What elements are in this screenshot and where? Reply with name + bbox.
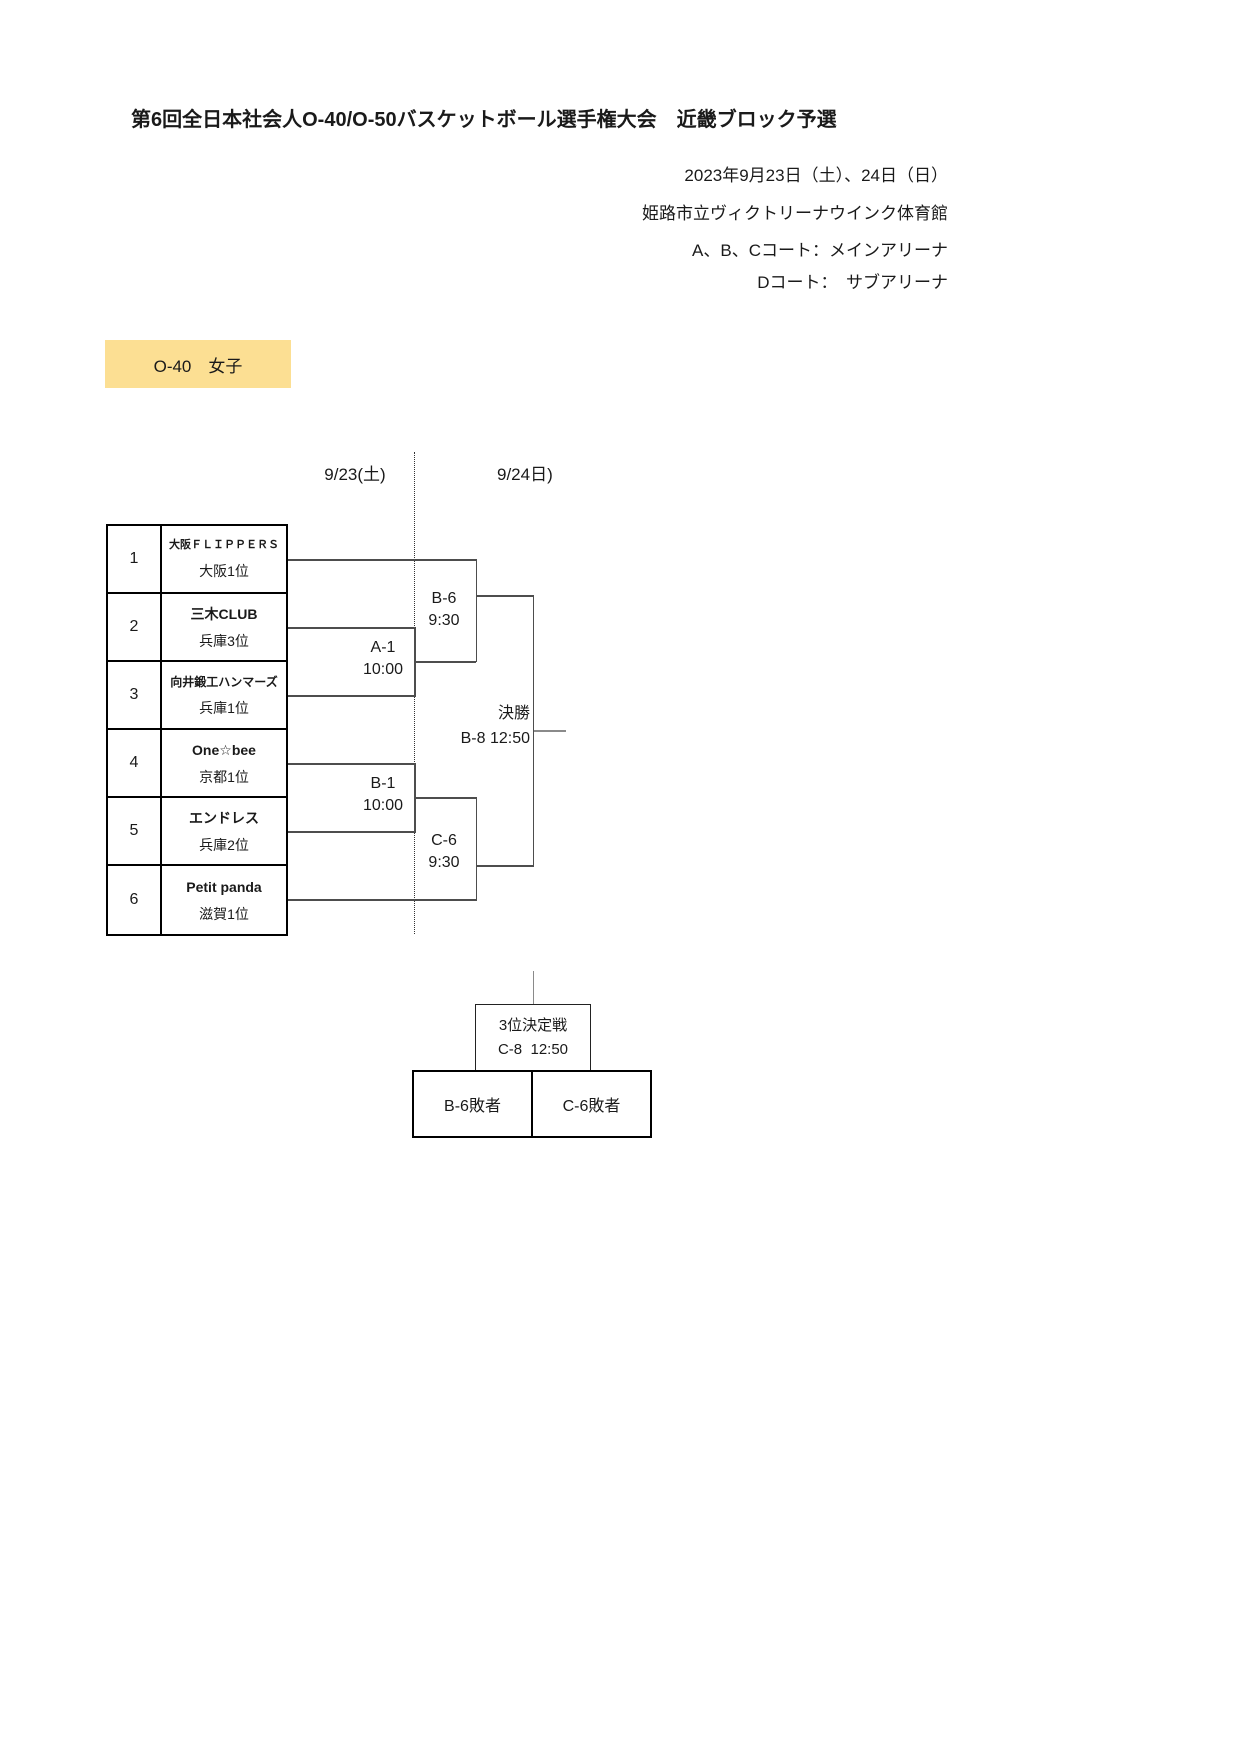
match-time: 10:00	[362, 661, 404, 678]
event-dates: 2023年9月23日（土）、24日（日）	[684, 166, 948, 185]
team-name: 三木CLUB	[190, 605, 258, 622]
bracket-line-final-vertical	[532, 595, 534, 867]
category-label: O-40 女子	[105, 340, 291, 388]
team-number: 6	[108, 866, 162, 934]
team-name: Petit panda	[186, 878, 262, 895]
match-label-c6: C-6 9:30	[412, 830, 476, 874]
bracket-line-team2	[288, 627, 414, 629]
team-name: 向井鍛工ハンマーズ	[170, 674, 278, 689]
court-info-sub: Dコート： サブアリーナ	[757, 273, 948, 292]
team-seed: 京都1位	[199, 768, 249, 785]
third-place-left-slot: B-6敗者	[414, 1072, 533, 1136]
team-cell: 大阪ＦＬＩＰＰＥＲＳ 大阪1位	[162, 526, 286, 592]
bracket-line-team1	[288, 559, 476, 561]
third-place-code-time: C-8 12:50	[497, 1041, 569, 1058]
match-code: A-1	[370, 639, 396, 656]
table-row: 6 Petit panda 滋賀1位	[108, 866, 286, 934]
team-seed: 兵庫3位	[199, 632, 249, 649]
team-number: 2	[108, 594, 162, 660]
bracket-line-team3	[288, 695, 414, 697]
bracket-line-final-winner	[534, 730, 566, 732]
match-label-final: 決勝 B-8 12:50	[400, 701, 530, 751]
bracket-line-b6-vertical	[475, 559, 477, 662]
day-header-sun: 9/24日)	[497, 465, 553, 484]
final-label: 決勝	[497, 705, 530, 722]
table-row: 1 大阪ＦＬＩＰＰＥＲＳ 大阪1位	[108, 526, 286, 594]
team-number: 5	[108, 798, 162, 864]
team-seed: 兵庫2位	[199, 836, 249, 853]
third-place-connector-line	[532, 971, 534, 1004]
team-name: One☆bee	[192, 741, 256, 758]
match-label-b6: B-6 9:30	[412, 588, 476, 632]
team-number: 4	[108, 730, 162, 796]
third-place-table: B-6敗者 C-6敗者	[412, 1070, 652, 1138]
team-cell: エンドレス 兵庫2位	[162, 798, 286, 864]
team-cell: 向井鍛工ハンマーズ 兵庫1位	[162, 662, 286, 728]
bracket-line-team5	[288, 831, 414, 833]
match-time: 9:30	[428, 854, 460, 871]
table-row: 2 三木CLUB 兵庫3位	[108, 594, 286, 662]
court-info-main: A、B、Cコート：メインアリーナ	[692, 241, 948, 260]
third-place-title: 3位決定戦	[498, 1017, 568, 1034]
bracket-line-b6-winner	[475, 595, 534, 597]
bracket-line-b1-winner	[414, 797, 476, 799]
team-name: エンドレス	[189, 809, 259, 826]
team-cell: Petit panda 滋賀1位	[162, 866, 286, 934]
bracket-line-c6-winner	[475, 865, 534, 867]
team-seed: 滋賀1位	[199, 905, 249, 922]
table-row: 3 向井鍛工ハンマーズ 兵庫1位	[108, 662, 286, 730]
venue-name: 姫路市立ヴィクトリーナウインク体育館	[642, 204, 948, 223]
team-cell: One☆bee 京都1位	[162, 730, 286, 796]
bracket-line-c6-vertical	[475, 797, 477, 901]
team-number: 1	[108, 526, 162, 592]
match-code: B-1	[370, 775, 396, 792]
table-row: 4 One☆bee 京都1位	[108, 730, 286, 798]
match-code: C-6	[431, 832, 457, 849]
team-number: 3	[108, 662, 162, 728]
page-title: 第6回全日本社会人O-40/O-50バスケットボール選手権大会 近畿ブロック予選	[131, 109, 837, 131]
team-name: 大阪ＦＬＩＰＰＥＲＳ	[169, 539, 279, 551]
match-time: 9:30	[428, 612, 460, 629]
match-code: B-6	[431, 590, 457, 607]
third-place-right-slot: C-6敗者	[562, 1098, 621, 1115]
day-header-sat: 9/23(土)	[324, 465, 386, 484]
teams-table: 1 大阪ＦＬＩＰＰＥＲＳ 大阪1位 2 三木CLUB 兵庫3位 3 向井鍛工ハン…	[106, 524, 288, 936]
match-label-a1: A-1 10:00	[343, 637, 423, 681]
team-seed: 大阪1位	[199, 563, 249, 579]
bracket-line-team6	[288, 899, 476, 901]
final-code-time: B-8 12:50	[460, 730, 530, 747]
table-row: 5 エンドレス 兵庫2位	[108, 798, 286, 866]
team-seed: 兵庫1位	[199, 699, 249, 716]
third-place-box: 3位決定戦 C-8 12:50	[475, 1004, 591, 1071]
bracket-line-a1-winner	[414, 661, 476, 663]
match-label-b1: B-1 10:00	[343, 773, 423, 817]
bracket-line-team4	[288, 763, 414, 765]
match-time: 10:00	[362, 797, 404, 814]
team-cell: 三木CLUB 兵庫3位	[162, 594, 286, 660]
